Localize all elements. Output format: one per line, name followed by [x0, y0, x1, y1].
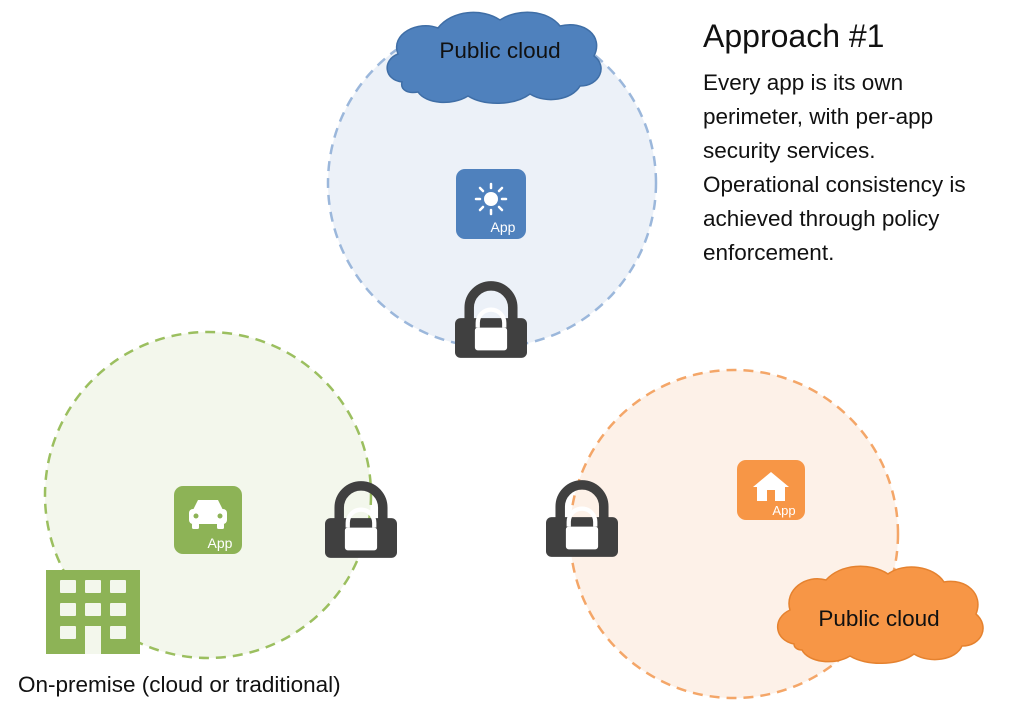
- sun-icon: [474, 182, 508, 216]
- description-line: enforcement.: [703, 240, 835, 265]
- on-premise-label: On-premise (cloud or traditional): [18, 672, 341, 697]
- app-tile-right: App: [737, 460, 805, 520]
- app-tile-top: App: [456, 169, 526, 239]
- app-label-right: App: [772, 503, 795, 518]
- app-tile-left: App: [174, 486, 242, 554]
- description-line: achieved through policy: [703, 206, 940, 231]
- description-line: security services.: [703, 138, 876, 163]
- app-label-left: App: [208, 535, 233, 551]
- description-line: Operational consistency is: [703, 172, 966, 197]
- house-icon: [753, 472, 789, 501]
- description-line: Every app is its own: [703, 70, 904, 95]
- approach-title: Approach #1: [703, 18, 885, 54]
- public-cloud-label-right: Public cloud: [818, 606, 939, 631]
- public-cloud-label-top: Public cloud: [439, 38, 560, 63]
- approach-description: Every app is its own perimeter, with per…: [703, 66, 1023, 270]
- description-line: perimeter, with per-app: [703, 104, 934, 129]
- app-label-top: App: [491, 219, 516, 235]
- cloud-icon-top: [386, 11, 602, 104]
- building-icon: [46, 570, 140, 654]
- cloud-icon-right: [777, 565, 984, 664]
- car-icon: [189, 500, 227, 529]
